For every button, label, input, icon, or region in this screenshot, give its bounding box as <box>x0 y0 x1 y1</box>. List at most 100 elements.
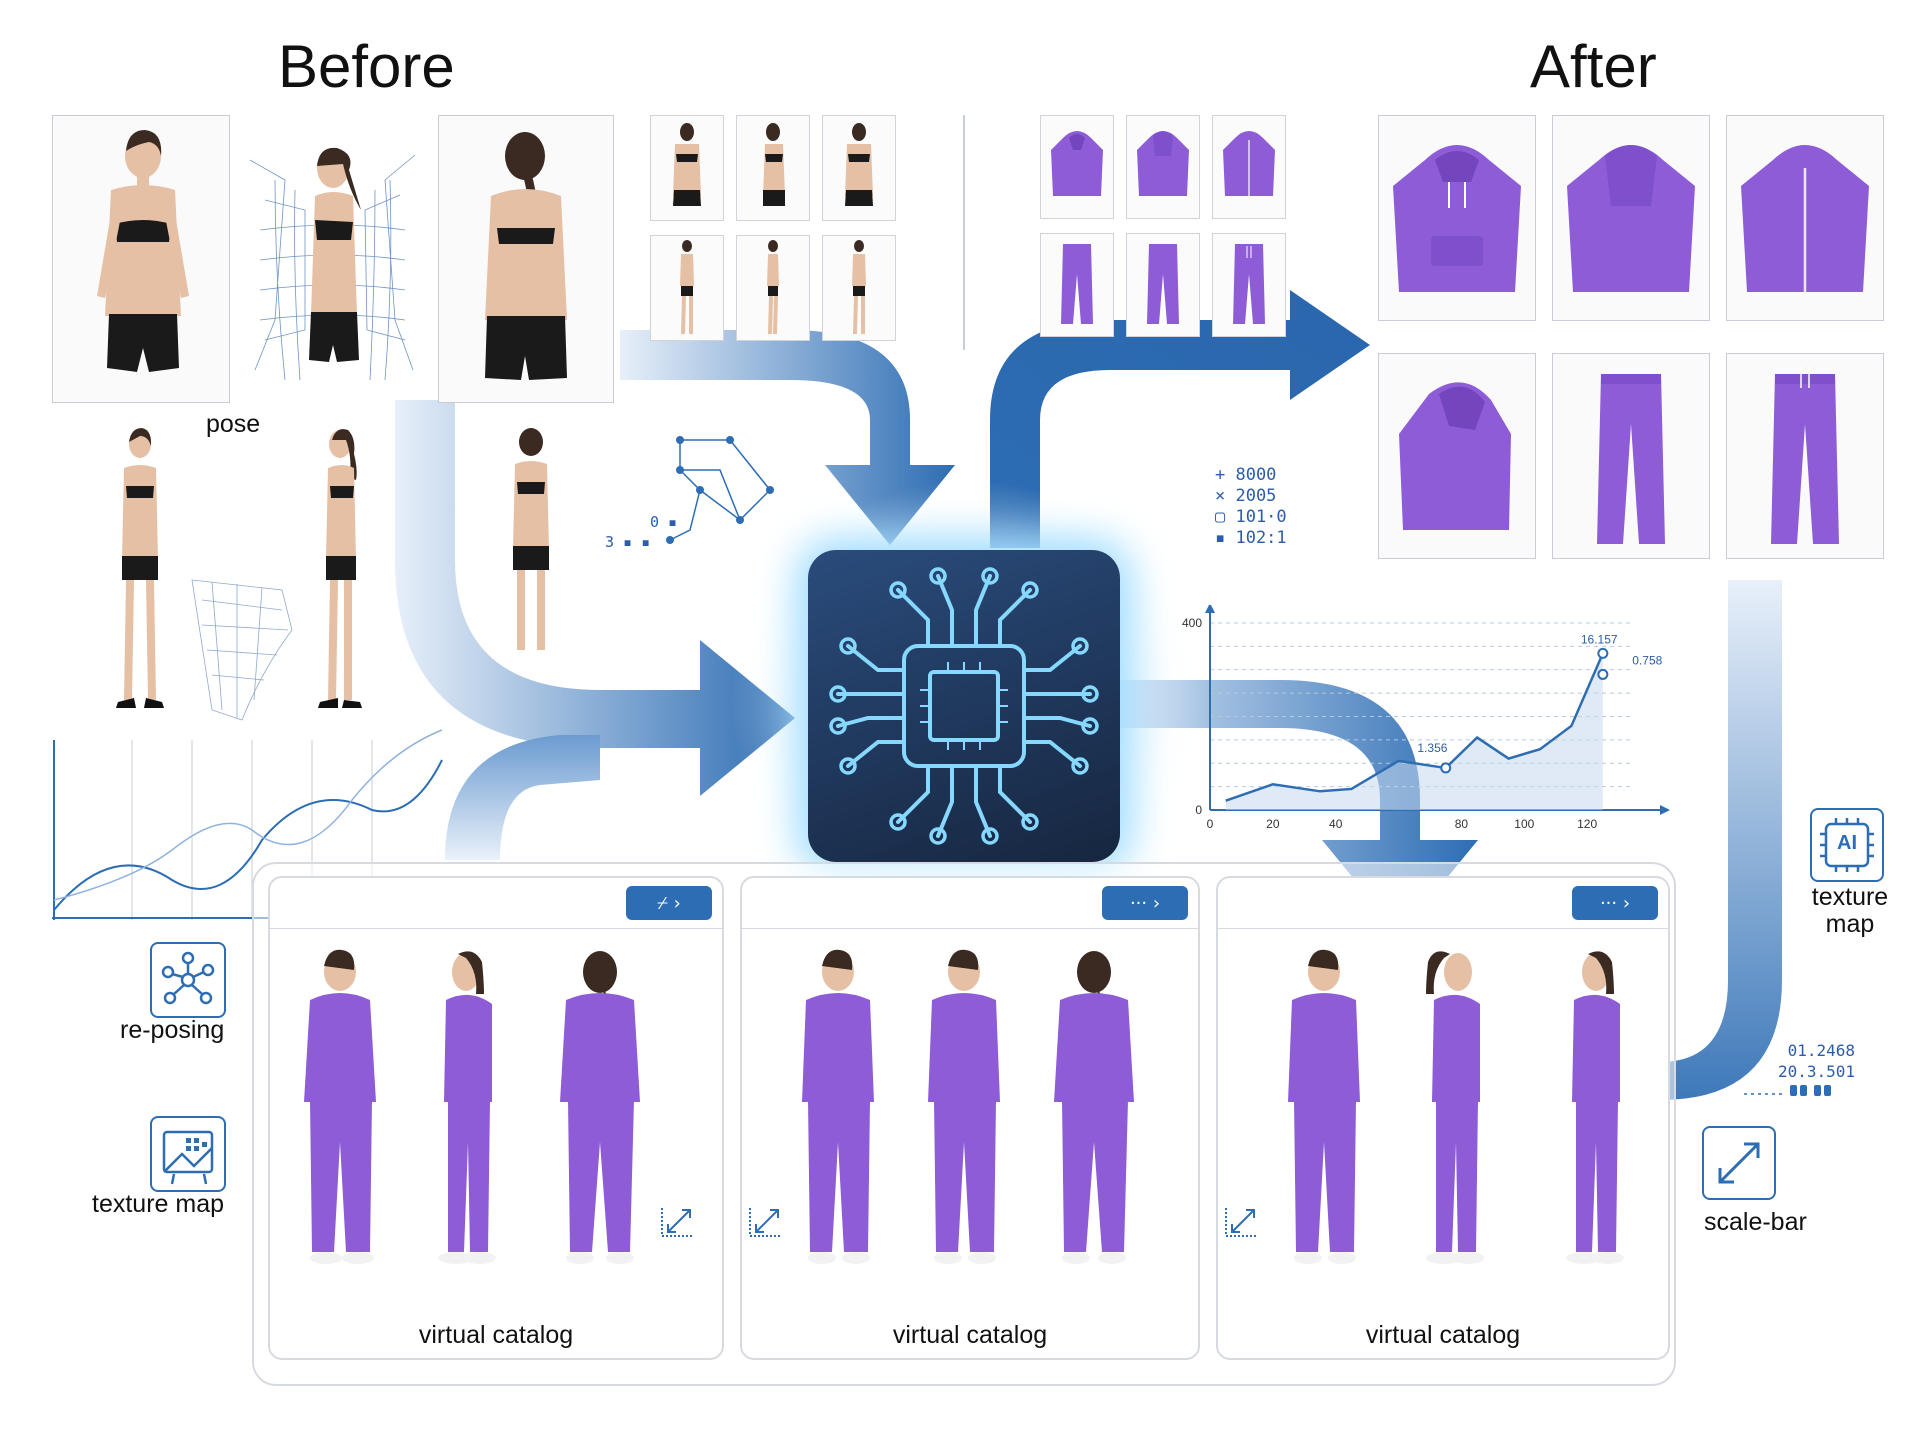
hoodie-image <box>1393 145 1521 292</box>
after-pants-front <box>1552 353 1710 559</box>
value-readout: + 8000 × 2005 ▢ 101·0 ▪ 102:1 <box>1215 465 1287 549</box>
readout-line: ▢ 101·0 <box>1215 507 1287 527</box>
x-tick-label: 120 <box>1577 817 1597 831</box>
panel-action-button[interactable]: ··· › <box>1102 886 1188 920</box>
x-tick-label: 20 <box>1266 817 1280 831</box>
model-front <box>304 949 376 1264</box>
panel-divider <box>270 928 722 929</box>
ai-badge-text: AI <box>1837 832 1857 854</box>
after-hoodie-front <box>1378 115 1536 321</box>
thumb <box>650 115 724 221</box>
small-readout-1: 0 ▪ <box>650 513 678 531</box>
after-thumbnail-grid <box>1040 115 1290 340</box>
before-thumbnail-grid <box>650 115 900 345</box>
before-heading: Before <box>278 33 455 100</box>
pants-image <box>1597 374 1665 544</box>
hoodie-image <box>1567 145 1695 292</box>
pose-mesh-lower <box>182 570 302 730</box>
model-figure <box>97 130 189 372</box>
model-back <box>560 951 640 1264</box>
catalog-panel-1: ⌿ › virtual catalog <box>268 876 724 1360</box>
readout-line: 01.2468 <box>1787 1041 1856 1060</box>
readout-line: ▪ 102:1 <box>1215 528 1287 548</box>
model-back <box>1054 951 1134 1264</box>
thumb-pants <box>1212 233 1286 337</box>
before-model-back <box>438 115 614 403</box>
node-graph-icon <box>666 436 774 544</box>
reposing-icon <box>150 942 226 1018</box>
x-tick-label: 0 <box>1207 817 1214 831</box>
arrow-lower-left <box>445 735 600 860</box>
pose-figure-1 <box>100 420 180 720</box>
panel-action-button[interactable]: ··· › <box>1572 886 1658 920</box>
model-side <box>438 951 496 1264</box>
reposing-label: re-posing <box>120 1016 225 1044</box>
thumb-pants <box>1040 233 1114 337</box>
thumb <box>736 115 810 221</box>
model-front-2 <box>928 949 1000 1264</box>
x-axis-arrow <box>1660 805 1670 815</box>
scale-icon <box>661 1208 694 1237</box>
thumb <box>822 235 896 341</box>
after-pants-back <box>1726 353 1884 559</box>
after-heading: After <box>1530 33 1657 100</box>
thumb-hoodie <box>1126 115 1200 219</box>
panel-caption: virtual catalog <box>1365 1321 1521 1349</box>
texture-map-label-right: texture map <box>1811 883 1889 938</box>
hoodie-image <box>1741 145 1869 292</box>
ai-chip <box>808 550 1120 862</box>
thumb <box>736 235 810 341</box>
model-side <box>1426 951 1484 1264</box>
readout-line: 20.3.501 <box>1778 1062 1856 1081</box>
thumb <box>822 115 896 221</box>
y-tick-label: 0 <box>1195 803 1202 817</box>
scale-bar-icon <box>1702 1126 1776 1200</box>
y-axis-arrow <box>1205 605 1215 613</box>
catalog-panel-3: ··· › virtual catalog <box>1216 876 1670 1360</box>
data-label: 1.356 <box>1417 741 1447 755</box>
scale-bar-label: scale-bar <box>1704 1208 1807 1236</box>
model-figure <box>116 428 164 708</box>
x-tick-label: 40 <box>1329 817 1343 831</box>
series-area <box>1225 653 1603 810</box>
x-tick-label: 80 <box>1455 817 1469 831</box>
ai-chip-icon: AI <box>1810 808 1884 882</box>
readout-line: + 8000 <box>1215 465 1277 485</box>
panel-divider <box>1218 928 1668 929</box>
circuit-icon <box>829 567 1099 845</box>
model-figure <box>485 132 567 380</box>
pose-figure-2 <box>302 420 382 720</box>
before-pose-mesh <box>245 140 420 400</box>
divider <box>963 115 965 350</box>
after-hoodie-back <box>1552 115 1710 321</box>
panel-caption: virtual catalog <box>892 1321 1048 1349</box>
thumb <box>650 235 724 341</box>
x-tick-label: 100 <box>1514 817 1534 831</box>
model-figure <box>513 428 549 650</box>
hoodie-image <box>1399 382 1511 530</box>
panel-action-button[interactable]: ⌿ › <box>626 886 712 920</box>
y-tick-label: 400 <box>1182 616 1202 630</box>
model-side-2 <box>1566 951 1624 1264</box>
model-figure <box>318 429 362 708</box>
scale-icon <box>749 1208 782 1237</box>
catalog-figures <box>1225 949 1624 1264</box>
arrow-output-after <box>990 290 1370 548</box>
catalog-figures <box>304 949 694 1264</box>
texture-map-icon-left <box>150 1116 226 1192</box>
right-readout: 01.2468 20.3.501 <box>1778 1040 1855 1082</box>
panel-caption: virtual catalog <box>418 1321 574 1349</box>
catalog-panel-2: ··· › virtual catalog <box>740 876 1200 1360</box>
after-hoodie-zip <box>1726 115 1884 321</box>
data-point <box>1597 668 1609 680</box>
before-model-front <box>52 115 230 403</box>
thumb-hoodie <box>1040 115 1114 219</box>
model-front <box>1288 949 1360 1264</box>
data-label: 16.157 <box>1581 632 1618 646</box>
readout-dots <box>1744 1085 1831 1096</box>
thumb-hoodie <box>1212 115 1286 219</box>
mesh-figure <box>191 579 293 721</box>
data-point <box>1440 762 1452 774</box>
scale-icon <box>1225 1208 1258 1237</box>
